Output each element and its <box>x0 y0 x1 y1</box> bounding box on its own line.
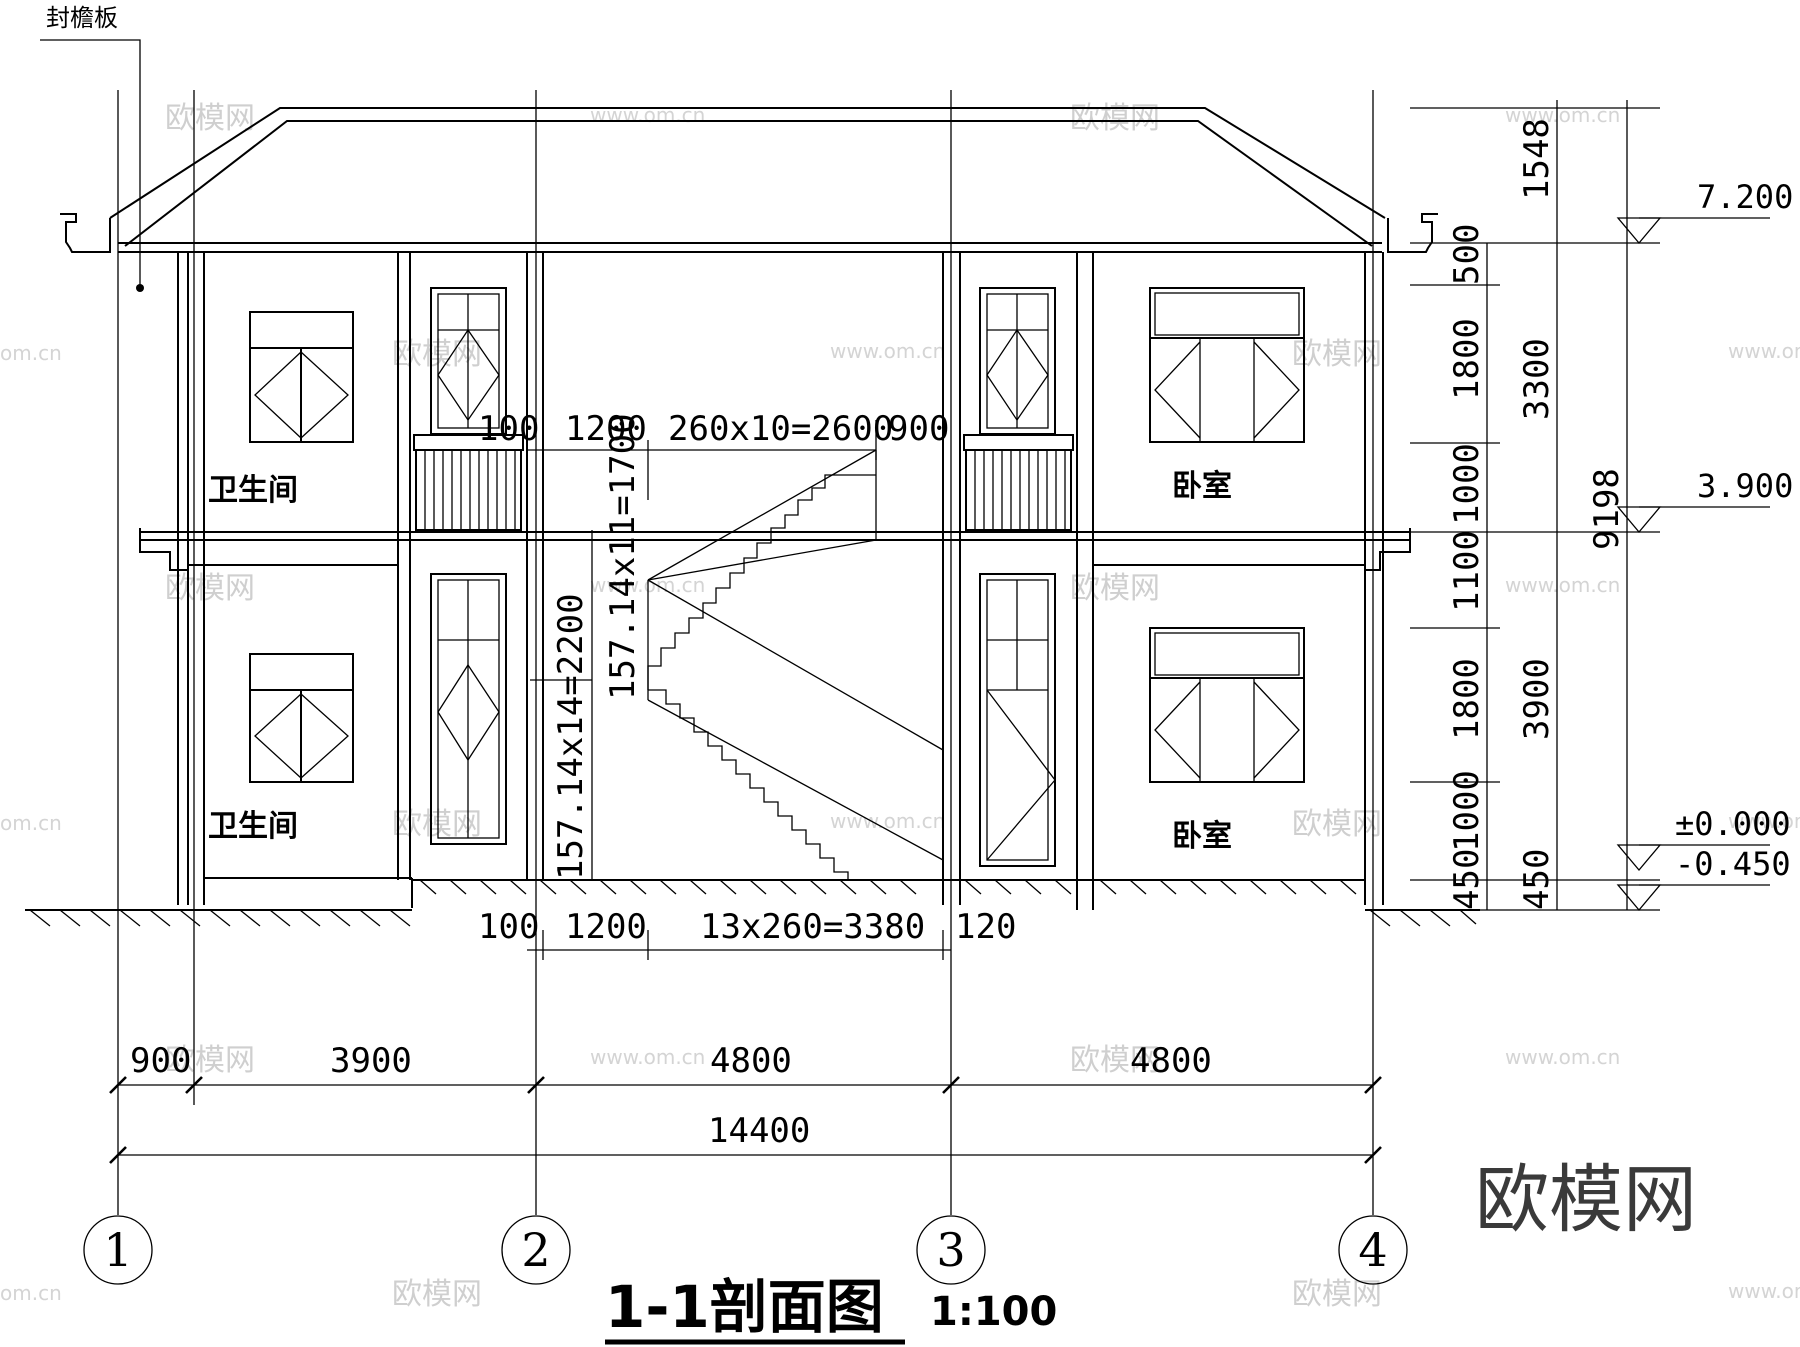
window-corridor-upper <box>979 287 1056 435</box>
railing-left <box>413 434 524 531</box>
watermark-brand: 欧模网 <box>1292 807 1382 842</box>
axis-bubble-2 <box>501 1215 571 1285</box>
dim-lower-1200: 1200 <box>565 907 647 947</box>
elevation-floor2: 3.900 <box>1697 467 1793 505</box>
watermark-brand: 欧模网 <box>392 807 482 842</box>
window-bath-upper <box>249 311 354 443</box>
watermark-url: www.om.c <box>1728 1279 1800 1303</box>
brand-watermark: 欧模网 <box>1475 1157 1697 1243</box>
watermark-brand: 欧模网 <box>165 571 255 606</box>
dim-storey-upper: 3300 <box>1517 338 1557 420</box>
drawing-title: 1-1剖面图 <box>605 1273 884 1341</box>
elevation-ground: ±0.000 <box>1675 805 1791 843</box>
dim-lintel-lower: 1100 <box>1447 530 1487 612</box>
dim-roof-height: 1548 <box>1517 118 1557 200</box>
dim-rise-lower: 157.14x14=2200 <box>551 593 591 880</box>
dim-axis-4800-a: 4800 <box>710 1041 792 1081</box>
dim-axis-3900: 3900 <box>330 1041 412 1081</box>
elevation-markers: 7.200 3.900 ±0.000 -0.450 <box>1616 178 1793 912</box>
dim-axis-4800-b: 4800 <box>1130 1041 1212 1081</box>
watermark-url: www.om.c <box>1728 339 1800 363</box>
elevation-outdoor: -0.450 <box>1675 845 1791 883</box>
window-bath-lower <box>249 653 354 783</box>
dim-axis-900: 900 <box>130 1041 191 1081</box>
dim-upper-run: 260x10=2600 <box>668 409 893 449</box>
watermark-brand: 欧模网 <box>1292 1277 1382 1312</box>
watermark-brand: 欧模网 <box>165 101 255 136</box>
axis-label-2: 2 <box>521 1223 550 1277</box>
watermark-url: om.cn <box>0 811 62 835</box>
dim-window-lower: 1800 <box>1447 658 1487 740</box>
watermark-url: www.om.cn <box>830 809 945 833</box>
watermark-url: www.om.c <box>1728 809 1800 833</box>
axis-bubble-4 <box>1338 1215 1408 1285</box>
window-stair-upper <box>430 287 507 435</box>
right-dimensions: 1548 500 1800 1000 1100 1800 1000 450 33… <box>1410 100 1660 911</box>
elevation-roof: 7.200 <box>1697 178 1793 216</box>
watermark-brand: 欧模网 <box>392 1277 482 1312</box>
dim-plinth: 450 <box>1447 849 1487 910</box>
room-label-bath-upper: 卫生间 <box>208 473 298 508</box>
axis-label-1: 1 <box>103 1223 132 1277</box>
dim-storey-lower: 3900 <box>1517 658 1557 740</box>
watermark-brand: 欧模网 <box>1070 101 1160 136</box>
dim-parapet: 500 <box>1447 224 1487 285</box>
axis-bubble-1 <box>83 1215 153 1285</box>
dim-upper-900: 900 <box>888 409 949 449</box>
watermark-url: om.cn <box>0 341 62 365</box>
watermark-url: www.om.cn <box>590 103 705 127</box>
dim-sill-lower: 1000 <box>1447 770 1487 852</box>
dim-sill-upper: 1000 <box>1447 443 1487 525</box>
watermark-url: www.om.cn <box>1505 1045 1620 1069</box>
dim-total-height: 9198 <box>1587 468 1627 550</box>
dim-upper-1200: 1200 <box>565 409 647 449</box>
watermark-brand: 欧模网 <box>1292 337 1382 372</box>
watermark-brand: 欧模网 <box>1070 571 1160 606</box>
eave-board-label: 封檐板 <box>46 4 118 32</box>
door-corridor-lower <box>979 573 1056 867</box>
dim-lower-100: 100 <box>478 907 539 947</box>
leader-dot <box>136 284 144 292</box>
watermark-url: om.cn <box>0 1281 62 1305</box>
watermark-brand: 欧模网 <box>1070 1043 1160 1078</box>
watermark-url: www.om.cn <box>1505 573 1620 597</box>
bottom-dimensions: 900 3900 4800 4800 14400 <box>109 1041 1382 1164</box>
axis-bubbles: 1 2 3 4 <box>83 1215 1408 1285</box>
window-bed-upper <box>1149 287 1305 443</box>
stair-dimensions: 100 1200 260x10=2600 900 100 1200 13x260… <box>478 409 1016 960</box>
room-label-bed-upper: 卧室 <box>1172 469 1232 504</box>
room-label-bed-lower: 卧室 <box>1172 819 1232 854</box>
drawing-title-block: 1-1剖面图 1:100 <box>605 1273 1057 1345</box>
stairs <box>647 449 944 881</box>
dim-lower-run: 13x260=3380 <box>700 907 925 947</box>
drawing-scale: 1:100 <box>930 1289 1057 1335</box>
dim-upper-100: 100 <box>478 409 539 449</box>
roof: 封檐板 <box>40 4 1438 292</box>
watermark-url: www.om.cn <box>1505 103 1620 127</box>
railing-right <box>963 434 1074 531</box>
watermark-brand: 欧模网 <box>392 337 482 372</box>
watermark-url: www.om.cn <box>590 1045 705 1069</box>
dim-plinth-outer: 450 <box>1517 849 1557 910</box>
watermark-url: www.om.cn <box>830 339 945 363</box>
room-labels: 卫生间 卫生间 卧室 卧室 <box>208 469 1232 854</box>
window-bed-lower <box>1149 627 1305 783</box>
windows <box>249 287 1305 867</box>
watermark-brand: 欧模网 <box>165 1043 255 1078</box>
dim-lower-120: 120 <box>955 907 1016 947</box>
dim-window-upper: 1800 <box>1447 318 1487 400</box>
axis-label-3: 3 <box>936 1223 965 1277</box>
room-label-bath-lower: 卫生间 <box>208 809 298 844</box>
dim-rise-upper: 157.14x11=1700 <box>603 413 643 700</box>
structure <box>25 252 1480 927</box>
axis-bubble-3 <box>916 1215 986 1285</box>
axis-lines <box>117 90 1374 1215</box>
window-stair-lower <box>430 573 507 845</box>
axis-label-4: 4 <box>1358 1223 1387 1277</box>
dim-total-length: 14400 <box>708 1111 810 1151</box>
